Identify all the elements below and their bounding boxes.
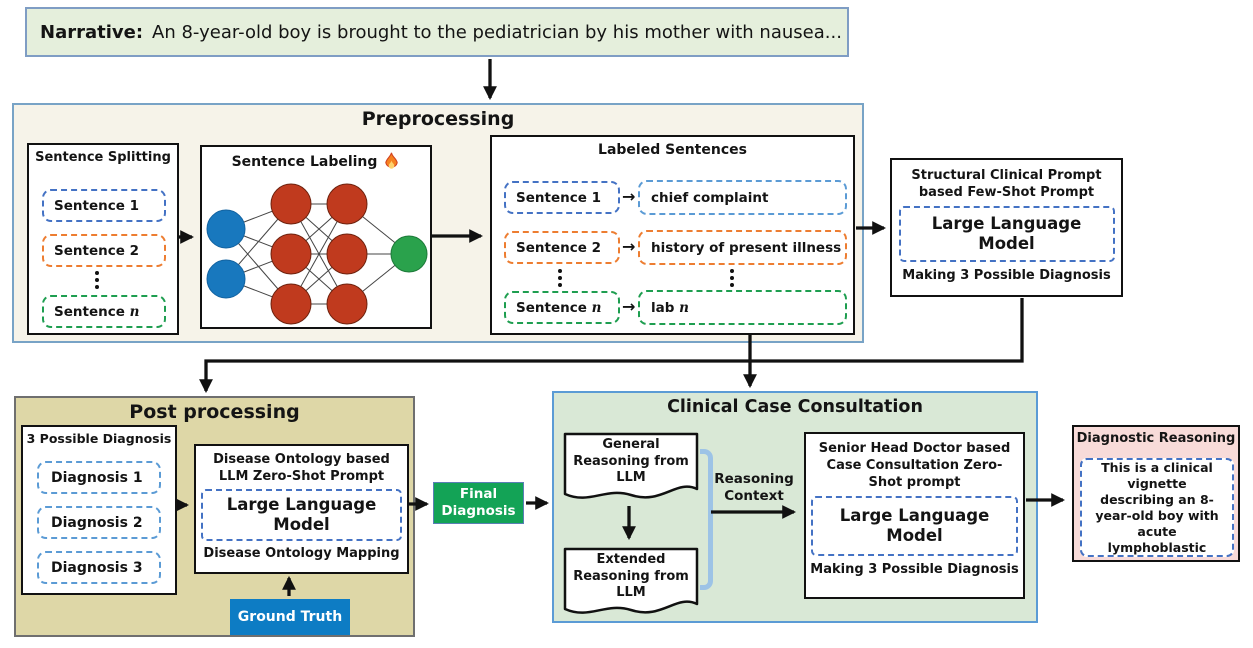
final-diagnosis-line2: Diagnosis [441,503,516,519]
post-processing-title: Post processing [129,401,300,423]
few-shot-footer: Making 3 Possible Diagnosis [902,268,1111,283]
labeled-sentence-n-text: Sentence [516,299,587,316]
sentence-2-chip: Sentence 2 [42,234,166,267]
senior-line2: Case Consultation Zero- [826,458,1003,473]
document-shape [563,432,699,499]
diagnosis-2-chip: Diagnosis 2 [37,506,161,539]
llm-label: Large Language Model [226,495,377,534]
extended-reasoning-document: Extended Reasoning from LLM [563,547,699,623]
preprocessing-title: Preprocessing [361,108,515,130]
document-shape [563,547,699,614]
labeled-sentences-title: Labeled Sentences [598,142,747,158]
post-processing-panel: Post processing 3 Possible Diagnosis Dia… [14,396,415,637]
map-arrow-icon: → [622,297,636,316]
ellipsis-dots-icon [95,271,99,289]
label-chief-complaint-text: chief complaint [651,189,769,206]
fire-icon [385,152,399,169]
diagnostic-text: This is a clinical vignette describing a… [1095,459,1219,555]
few-shot-line1: Structural Clinical Prompt [911,168,1102,183]
diagnostic-title: Diagnostic Reasoning [1076,431,1236,446]
diagnostic-reasoning-panel: Diagnostic Reasoning This is a clinical … [1072,425,1240,562]
sentence-n-var: n [129,303,140,320]
bracket-icon [700,449,713,590]
labeled-sentence-2-text: Sentence 2 [516,239,601,256]
llm-label: Large Language Model [931,214,1082,253]
senior-line3: Shot prompt [868,475,961,490]
general-reasoning-document: General Reasoning from LLM [563,432,699,508]
labeled-sentence-2: Sentence 2 [504,231,620,264]
labeled-sentence-1: Sentence 1 [504,181,620,214]
reasoning-context-line2: Context [724,488,784,504]
ground-truth-label: Ground Truth [237,609,343,625]
possible-diagnosis-box: 3 Possible Diagnosis Diagnosis 1 Diagnos… [21,425,177,595]
diagnosis-3-label: Diagnosis 3 [51,559,143,576]
label-history: history of present illness [638,230,847,265]
narrative-banner: Narrative: An 8-year-old boy is brought … [25,7,849,57]
diagnosis-3-chip: Diagnosis 3 [37,551,161,584]
ground-truth-box: Ground Truth [230,599,350,635]
senior-doctor-llm-box: Senior Head Doctor based Case Consultati… [804,432,1025,599]
ontology-footer: Disease Ontology Mapping [203,546,400,561]
narrative-text: An 8-year-old boy is brought to the pedi… [152,21,842,43]
diagnosis-1-chip: Diagnosis 1 [37,461,161,494]
llm-label: Large Language Model [839,506,990,545]
diagnosis-2-label: Diagnosis 2 [51,514,143,531]
llm-dashed-box: Large Language Model [811,496,1018,556]
diagnosis-1-label: Diagnosis 1 [51,469,143,486]
extended-reasoning-text: Extended Reasoning from LLM [573,552,689,600]
sentence-labeling-title: Sentence Labeling [231,154,378,170]
ellipsis-dots-icon [730,269,734,287]
senior-footer: Making 3 Possible Diagnosis [810,562,1019,577]
sentence-labeling-box: Sentence Labeling [200,145,432,329]
labeled-sentence-1-text: Sentence 1 [516,189,601,206]
label-lab-n-var: n [679,299,689,316]
clinical-case-consultation-panel: Clinical Case Consultation General Reaso… [552,391,1038,623]
possible-diagnosis-title: 3 Possible Diagnosis [26,431,172,446]
llm-dashed-box: Large Language Model [201,489,402,541]
consultation-title: Clinical Case Consultation [667,397,923,417]
neural-network-graphic [206,183,428,325]
few-shot-llm-box: Structural Clinical Prompt based Few-Sho… [890,158,1123,297]
ontology-line1: Disease Ontology based [213,452,390,467]
preprocessing-panel: Preprocessing Sentence Splitting Sentenc… [12,103,864,343]
final-diagnosis-line1: Final [459,486,498,502]
general-reasoning-text: General Reasoning from LLM [573,437,689,485]
senior-line1: Senior Head Doctor based [818,441,1011,456]
sentence-n-label: Sentence [54,303,125,320]
ontology-line2: LLM Zero-Shot Prompt [218,469,385,484]
sentence-1-label: Sentence 1 [54,197,139,214]
sentence-1-chip: Sentence 1 [42,189,166,222]
labeled-sentence-n: Sentence n [504,291,620,324]
sentence-splitting-title: Sentence Splitting [35,150,171,165]
labeled-sentence-n-var: n [591,299,602,316]
ontology-llm-box: Disease Ontology based LLM Zero-Shot Pro… [194,444,409,574]
final-diagnosis-box: Final Diagnosis [433,482,524,524]
few-shot-line2: based Few-Shot Prompt [918,185,1095,200]
diagnostic-text-box: This is a clinical vignette describing a… [1080,458,1234,557]
reasoning-context-line1: Reasoning [714,471,794,487]
label-lab-n-text: lab [651,299,675,316]
map-arrow-icon: → [622,237,636,256]
narrative-label: Narrative: [40,21,144,43]
label-chief-complaint: chief complaint [638,180,847,215]
sentence-n-chip: Sentence n [42,295,166,328]
reasoning-context-label: Reasoning Context [711,471,797,505]
ellipsis-dots-icon [558,269,562,287]
sentence-splitting-box: Sentence Splitting Sentence 1 Sentence 2… [27,143,179,335]
sentence-2-label: Sentence 2 [54,242,139,259]
map-arrow-icon: → [622,187,636,206]
llm-dashed-box: Large Language Model [898,206,1115,262]
label-lab-n: lab n [638,290,847,325]
label-history-text: history of present illness [651,239,842,256]
labeled-sentences-box: Labeled Sentences Sentence 1 → chief com… [490,135,855,335]
